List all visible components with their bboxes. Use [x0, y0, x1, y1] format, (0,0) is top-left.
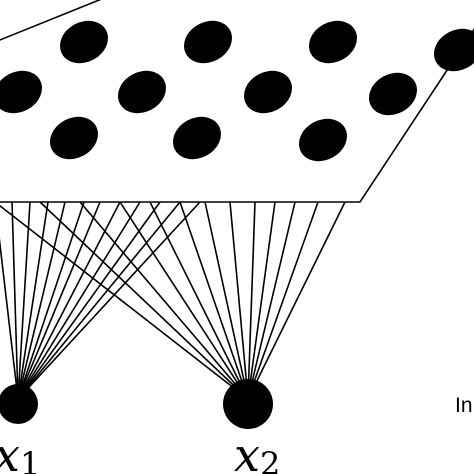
connection-line	[17, 201, 49, 400]
connection-line	[17, 201, 31, 400]
hidden-neuron	[299, 118, 347, 162]
connection-line	[17, 201, 66, 400]
hidden-neuron	[434, 28, 474, 72]
connection-lines	[0, 201, 346, 400]
hidden-neuron	[173, 116, 221, 160]
connection-line	[39, 201, 249, 400]
hidden-neurons	[0, 20, 474, 162]
connection-line	[17, 201, 101, 400]
connection-line	[179, 201, 249, 400]
hidden-neuron	[60, 20, 108, 64]
connection-line	[11, 201, 19, 400]
connection-line	[0, 204, 249, 400]
hidden-neuron	[369, 72, 417, 116]
connection-line	[79, 201, 249, 400]
connection-line	[17, 201, 141, 400]
hidden-layer-plane	[0, 0, 474, 203]
side-label: In	[455, 394, 473, 417]
connection-line	[247, 201, 319, 400]
hidden-neuron	[0, 70, 42, 114]
connection-line	[17, 201, 121, 400]
input-node-x2	[223, 379, 273, 429]
connection-line	[247, 201, 256, 400]
input-label-x2: x2	[234, 428, 280, 474]
connection-line	[17, 201, 201, 400]
connection-line	[204, 201, 249, 400]
input-label-x1: x1	[0, 428, 40, 474]
connection-line	[247, 201, 276, 400]
connection-line	[17, 201, 161, 400]
hidden-neuron	[309, 20, 357, 64]
connection-line	[17, 201, 181, 400]
hidden-neuron	[118, 70, 166, 114]
input-node-x1	[0, 384, 38, 424]
connection-line	[149, 201, 249, 400]
hidden-neuron	[50, 116, 98, 160]
connection-line	[247, 201, 346, 400]
connection-line	[247, 201, 296, 400]
connection-line	[229, 201, 249, 400]
connection-line	[119, 201, 249, 400]
connection-line	[17, 201, 85, 400]
hidden-neuron	[184, 20, 232, 64]
connection-line	[0, 237, 19, 400]
hidden-neuron	[244, 70, 292, 114]
